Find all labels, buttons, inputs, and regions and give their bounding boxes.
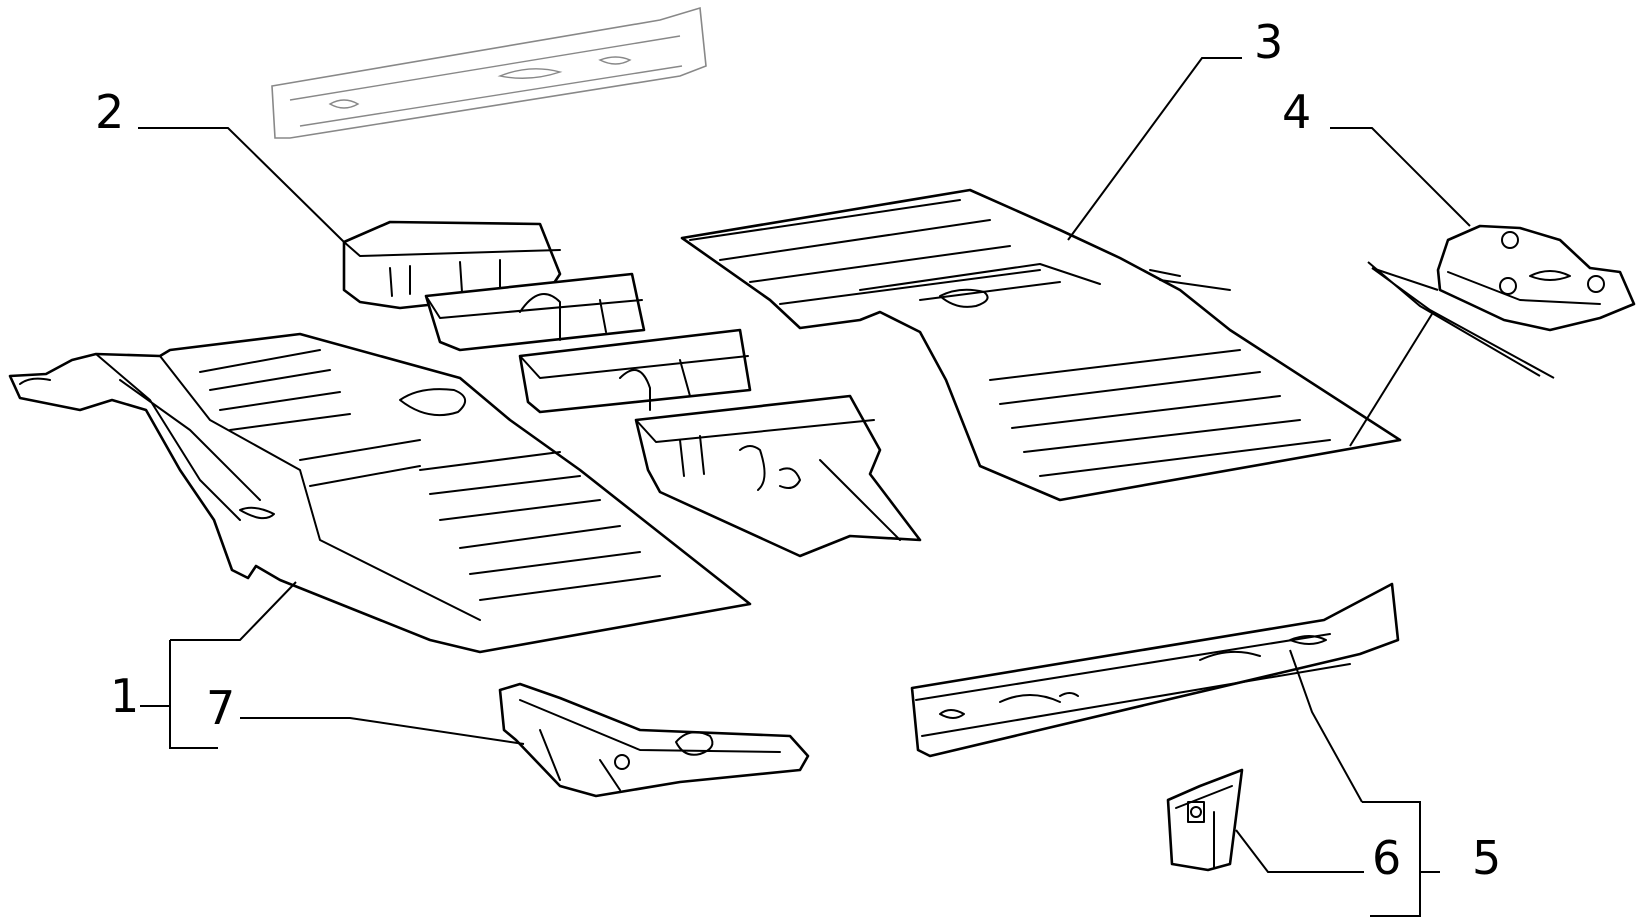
front-floor-pan-part [8, 332, 752, 654]
leader-lines [138, 57, 1555, 917]
callout-3: 3 [1254, 15, 1283, 69]
rear-floor-pan-part [680, 188, 1402, 502]
reference-sill-ghost [271, 6, 707, 139]
floor-reinforcement-part [498, 682, 810, 798]
callout-labels: 2 3 4 1 7 6 5 [95, 15, 1501, 885]
rear-bracket-plate-part [1436, 224, 1636, 332]
crossmember-assembly-part [342, 220, 922, 558]
callout-7: 7 [206, 681, 235, 735]
callout-2: 2 [95, 85, 124, 139]
callout-1: 1 [110, 669, 139, 723]
callout-4: 4 [1282, 85, 1311, 139]
callout-5: 5 [1472, 831, 1501, 885]
callout-6: 6 [1372, 831, 1401, 885]
side-sill-part [910, 582, 1400, 758]
sill-bracket-part [1166, 768, 1244, 872]
